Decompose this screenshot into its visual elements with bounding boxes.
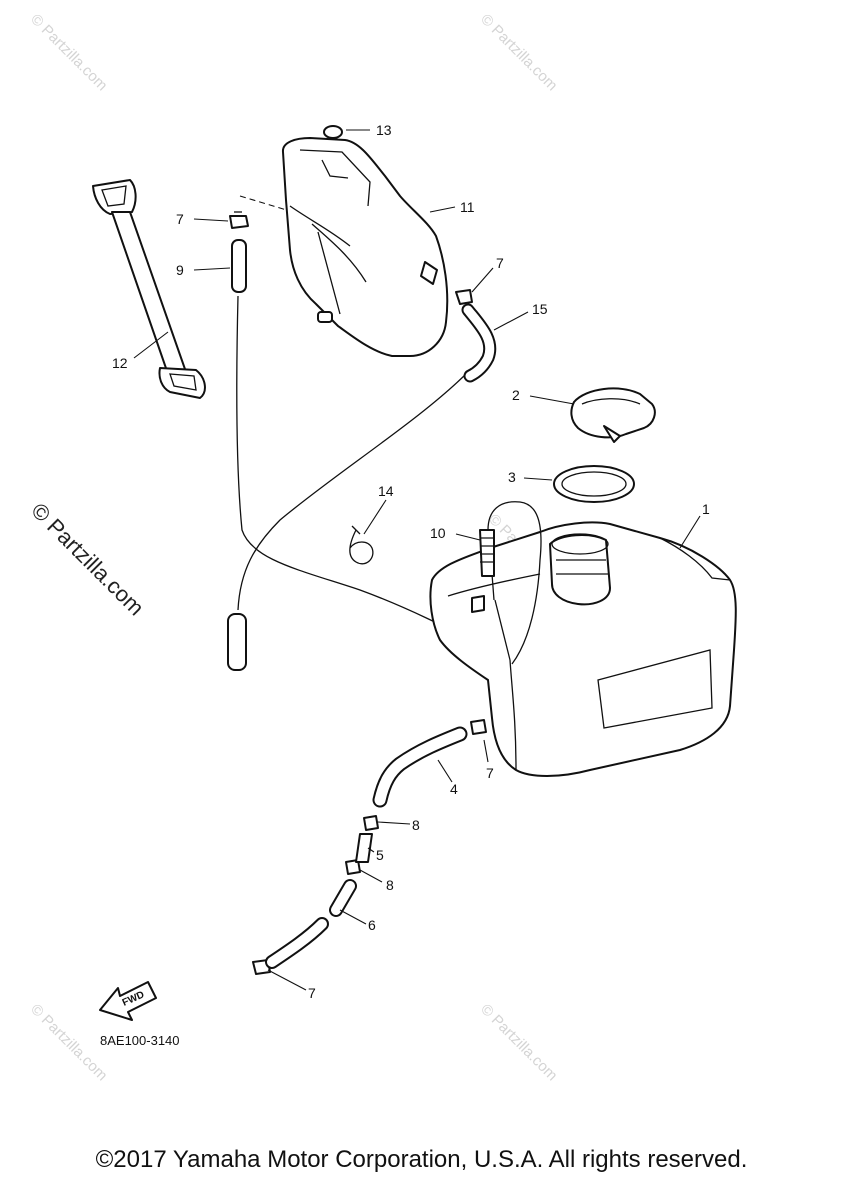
callout-4: 4	[450, 781, 458, 797]
callout-5: 5	[376, 847, 384, 863]
part-14-clip	[349, 525, 374, 565]
copyright-notice: ©2017 Yamaha Motor Corporation, U.S.A. A…	[95, 1146, 748, 1173]
callout-1: 1	[702, 501, 710, 517]
callout-8-upper: 8	[412, 817, 420, 833]
part-7-clamp-mid	[470, 719, 487, 735]
fwd-arrow-icon: FWD	[99, 981, 157, 1021]
part-11-reservoir-tank	[282, 137, 449, 357]
part-12-strap	[92, 179, 206, 399]
part-2-filler-cap	[570, 387, 656, 443]
watermark-top-left: © Partzilla.com	[27, 11, 110, 94]
part-10-fitting	[479, 501, 542, 665]
part-7-clamp-top	[229, 211, 249, 229]
callout-7-bottom: 7	[308, 985, 316, 1001]
callout-10: 10	[430, 525, 446, 541]
part-5-joint	[355, 833, 373, 863]
part-3-gasket	[553, 465, 635, 503]
watermark-top-right: © Partzilla.com	[477, 11, 560, 94]
breather-hose-line-b	[237, 371, 469, 611]
callout-11: 11	[460, 199, 475, 215]
callout-2: 2	[512, 387, 520, 403]
part-8-clamp-upper	[363, 815, 379, 831]
part-1-fuel-tank	[429, 521, 737, 777]
callout-7-top: 7	[176, 211, 184, 227]
callout-8-lower: 8	[386, 877, 394, 893]
leader-lines	[133, 129, 701, 991]
callout-6: 6	[368, 917, 376, 933]
watermark-bottom-right: © Partzilla.com	[477, 1001, 560, 1084]
callout-3: 3	[508, 469, 516, 485]
watermark-bottom-left: © Partzilla.com	[27, 1001, 110, 1084]
part-9-hose	[231, 239, 247, 293]
callout-13: 13	[376, 122, 392, 138]
part-13-cap	[323, 125, 343, 139]
callout-7-right: 7	[496, 255, 504, 271]
callout-9: 9	[176, 262, 184, 278]
part-7-clamp-right	[455, 289, 473, 305]
watermark-side: © Partzilla.com	[26, 498, 149, 621]
callout-15: 15	[532, 301, 548, 317]
diagram-code: 8AE100-3140	[100, 1033, 180, 1048]
callout-7-mid: 7	[486, 765, 494, 781]
part-8-clamp-lower	[345, 859, 361, 875]
callouts: 13 7 11 9 7 15 12 2 3 14 1 10 7 4 8 5 8 …	[112, 122, 710, 1001]
callout-14: 14	[378, 483, 394, 499]
callout-12: 12	[112, 355, 128, 371]
hose-end-left	[227, 613, 247, 671]
